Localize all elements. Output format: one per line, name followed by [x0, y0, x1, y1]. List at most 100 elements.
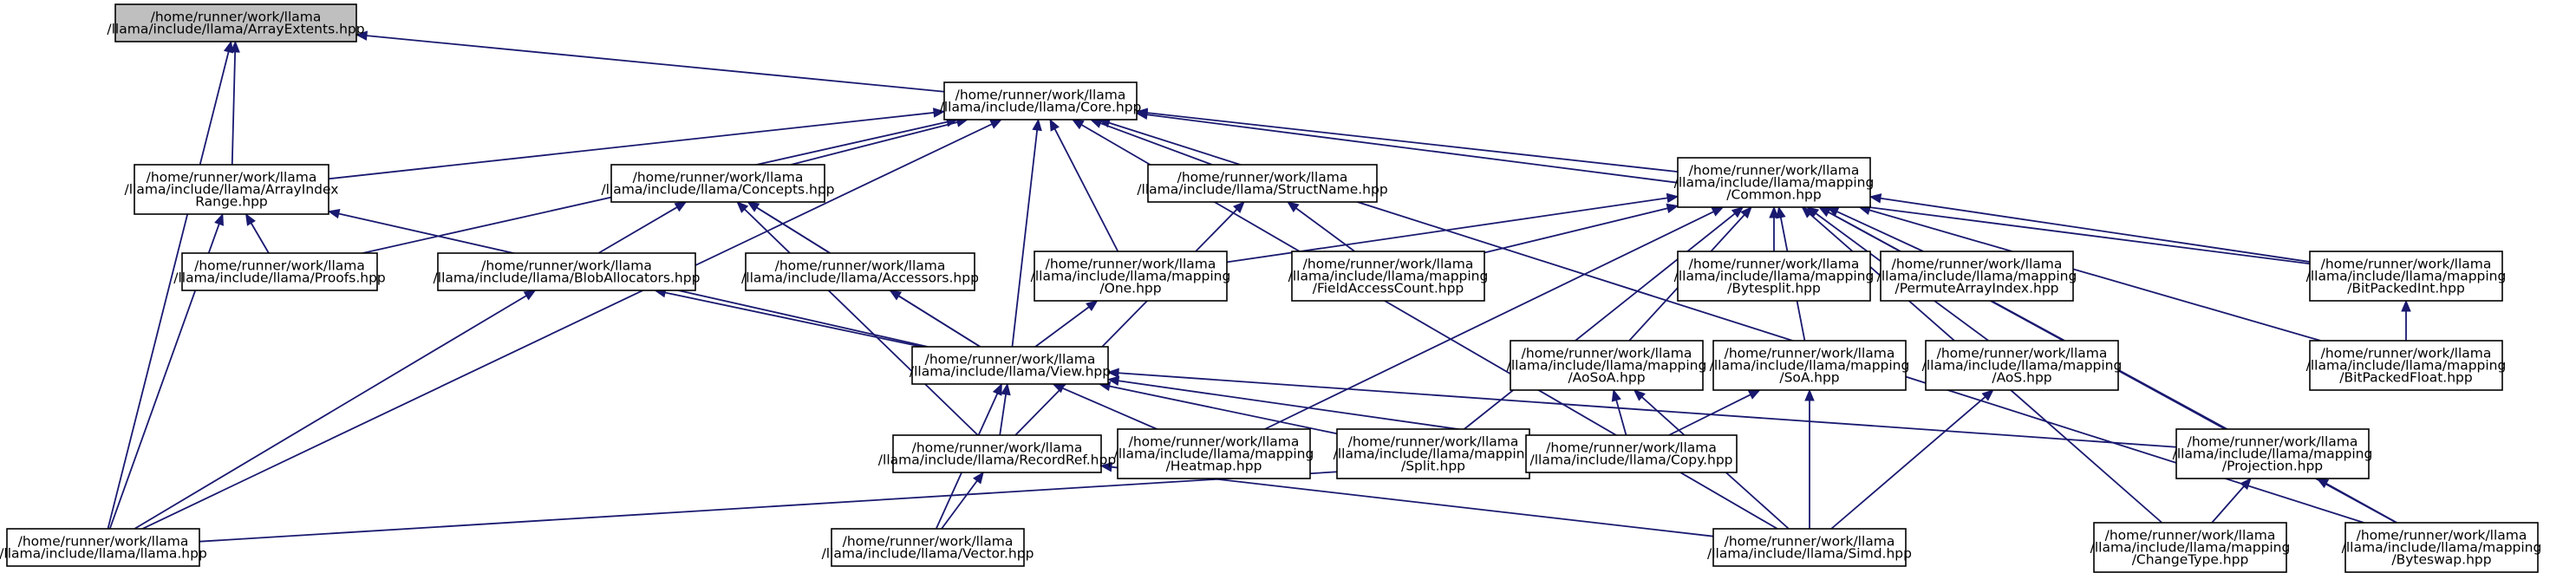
edge-recordref-to-structname	[1014, 208, 1238, 436]
node-box	[831, 528, 1025, 567]
edge-view-to-one	[1034, 306, 1090, 348]
node-box	[1712, 528, 1907, 567]
node-box	[1291, 251, 1485, 302]
arrowhead-changetype-to-common	[1801, 206, 1814, 218]
node-concepts[interactable]: /home/runner/work/llama/llama/include/ll…	[601, 164, 835, 203]
node-label-line: /llama/include/llama/mapping	[1877, 269, 2077, 284]
node-bitpackedfloat[interactable]: /home/runner/work/llama/llama/include/ll…	[2306, 340, 2507, 391]
node-label-line: /home/runner/work/llama	[1937, 346, 2108, 361]
node-box	[2309, 340, 2503, 391]
node-fieldaccesscount[interactable]: /home/runner/work/llama/llama/include/ll…	[1288, 251, 1489, 302]
node-label-line: /llama/include/llama/mapping	[2342, 540, 2542, 556]
node-aos[interactable]: /home/runner/work/llama/llama/include/ll…	[1922, 340, 2123, 391]
edge-byteswap-to-projection	[2325, 483, 2397, 524]
node-label-line: /home/runner/work/llama	[912, 440, 1083, 456]
node-layer: /home/runner/work/llama/llama/include/ll…	[0, 3, 2542, 573]
node-label-line: /home/runner/work/llama	[194, 258, 365, 274]
arrowhead-heatmap-to-common	[1711, 206, 1725, 217]
node-box	[1147, 164, 1378, 203]
node-box	[2093, 522, 2287, 573]
arrowhead-simd-to-aos	[1981, 389, 1994, 401]
edge-arrayindexrange-to-core	[328, 112, 935, 180]
edge-heatmap-to-common	[1264, 211, 1714, 430]
node-bitpackedint[interactable]: /home/runner/work/llama/llama/include/ll…	[2306, 251, 2507, 302]
node-projection[interactable]: /home/runner/work/llama/llama/include/ll…	[2173, 428, 2373, 479]
node-byteswap[interactable]: /home/runner/work/llama/llama/include/ll…	[2342, 522, 2542, 573]
edge-view-to-core	[1011, 129, 1039, 348]
arrowhead-simd-to-core	[1071, 119, 1085, 130]
node-label-line: /llama/include/llama/mapping	[1031, 269, 1231, 284]
arrowhead-llama-to-arrayextents	[223, 40, 234, 54]
node-box	[892, 434, 1102, 473]
arrowhead-fieldaccesscount-to-structname	[1287, 201, 1300, 213]
node-changetype[interactable]: /home/runner/work/llama/llama/include/ll…	[2090, 522, 2291, 573]
node-label-line: /llama/include/llama/ArrayExtents.hpp	[107, 22, 364, 37]
edge-arrayindexrange-to-arrayextents	[231, 51, 237, 166]
node-common[interactable]: /home/runner/work/llama/llama/include/ll…	[1674, 157, 1875, 208]
arrowhead-copy-to-soa	[1747, 389, 1761, 400]
node-label-line: /llama/include/llama/StructName.hpp	[1137, 182, 1387, 198]
node-box	[134, 164, 329, 215]
arrowhead-view-to-arrayindexrange	[327, 208, 341, 219]
node-view[interactable]: /home/runner/work/llama/llama/include/ll…	[910, 346, 1111, 385]
node-llama[interactable]: /home/runner/work/llama/llama/include/ll…	[0, 528, 207, 567]
arrowhead-copy-to-view	[1106, 375, 1120, 387]
arrowhead-byteswap-to-projection	[2316, 478, 2330, 489]
node-label-line: /home/runner/work/llama	[925, 352, 1096, 368]
node-accessors[interactable]: /home/runner/work/llama/llama/include/ll…	[741, 252, 979, 291]
node-soa[interactable]: /home/runner/work/llama/llama/include/ll…	[1710, 340, 1910, 391]
node-aosoa[interactable]: /home/runner/work/llama/llama/include/ll…	[1507, 340, 1707, 391]
node-label-line: /home/runner/work/llama	[1725, 346, 1895, 361]
node-label-line: /AoS.hpp	[1992, 370, 2051, 386]
node-label-line: /home/runner/work/llama	[2188, 434, 2358, 450]
node-copy[interactable]: /home/runner/work/llama/llama/include/ll…	[1525, 434, 1738, 473]
node-label-line: /llama/include/llama/Core.hpp	[940, 100, 1142, 115]
node-simd[interactable]: /home/runner/work/llama/llama/include/ll…	[1707, 528, 1912, 567]
node-label-line: /Heatmap.hpp	[1166, 459, 1262, 474]
node-structname[interactable]: /home/runner/work/llama/llama/include/ll…	[1137, 164, 1388, 203]
node-permutearrayindex[interactable]: /home/runner/work/llama/llama/include/ll…	[1877, 251, 2077, 302]
node-recordref[interactable]: /home/runner/work/llama/llama/include/ll…	[878, 434, 1116, 473]
node-label-line: /home/runner/work/llama	[775, 258, 946, 274]
node-label-line: /SoA.hpp	[1779, 370, 1839, 386]
node-label-line: /home/runner/work/llama	[955, 88, 1126, 103]
node-label-line: /llama/include/llama/mapping	[1674, 175, 1875, 191]
arrowhead-view-to-core	[1032, 118, 1042, 132]
node-label-line: /llama/include/llama/mapping	[2306, 269, 2507, 284]
node-label-line: /llama/include/llama/View.hpp	[910, 364, 1111, 380]
node-one[interactable]: /home/runner/work/llama/llama/include/ll…	[1031, 251, 1231, 302]
node-core[interactable]: /home/runner/work/llama/llama/include/ll…	[940, 81, 1142, 120]
node-arrayextents[interactable]: /home/runner/work/llama/llama/include/ll…	[107, 3, 365, 42]
node-label-line: /AoSoA.hpp	[1568, 370, 1645, 386]
node-label-line: /llama/include/llama/mapping	[1288, 269, 1489, 284]
node-label-line: /home/runner/work/llama	[1892, 257, 2063, 272]
node-label-line: /Split.hpp	[1401, 459, 1465, 474]
node-label-line: /home/runner/work/llama	[1725, 534, 1895, 550]
edge-bitpackedfloat-to-common	[1868, 209, 2321, 342]
node-label-line: /One.hpp	[1099, 281, 1161, 296]
node-label-line: /BitPackedInt.hpp	[2347, 281, 2465, 296]
arrowhead-llama-to-bloballocators	[523, 290, 537, 301]
node-label-line: /llama/include/llama/mapping	[1114, 446, 1314, 462]
arrowhead-view-to-accessors	[889, 290, 903, 301]
node-proofs[interactable]: /home/runner/work/llama/llama/include/ll…	[173, 252, 386, 291]
node-label-line: /llama/include/llama/mapping	[2173, 446, 2373, 462]
node-bytesplit[interactable]: /home/runner/work/llama/llama/include/ll…	[1674, 251, 1875, 302]
node-box	[1677, 157, 1871, 208]
node-arrayindexrange[interactable]: /home/runner/work/llama/llama/include/ll…	[125, 164, 339, 215]
edge-llama-to-bloballocators	[134, 295, 527, 530]
node-heatmap[interactable]: /home/runner/work/llama/llama/include/ll…	[1114, 428, 1314, 479]
arrowhead-view-to-concepts	[747, 201, 760, 212]
edge-heatmap-to-view	[1062, 387, 1158, 430]
arrowhead-core-to-arrayextents	[355, 30, 368, 41]
node-bloballocators[interactable]: /home/runner/work/llama/llama/include/ll…	[434, 252, 701, 291]
node-label-line: /llama/include/llama/Proofs.hpp	[173, 270, 386, 286]
arrowhead-fieldaccesscount-to-common	[1666, 203, 1679, 213]
node-label-line: /FieldAccessCount.hpp	[1313, 281, 1464, 296]
node-split[interactable]: /home/runner/work/llama/llama/include/ll…	[1334, 428, 1534, 479]
node-label-line: /llama/include/llama/RecordRef.hpp	[878, 453, 1116, 468]
arrowhead-bitpackedint-to-core	[1135, 109, 1149, 120]
edge-split-to-common	[1464, 212, 1736, 430]
node-vector[interactable]: /home/runner/work/llama/llama/include/ll…	[822, 528, 1034, 567]
node-label-line: /llama/include/llama/llama.hpp	[0, 546, 207, 562]
